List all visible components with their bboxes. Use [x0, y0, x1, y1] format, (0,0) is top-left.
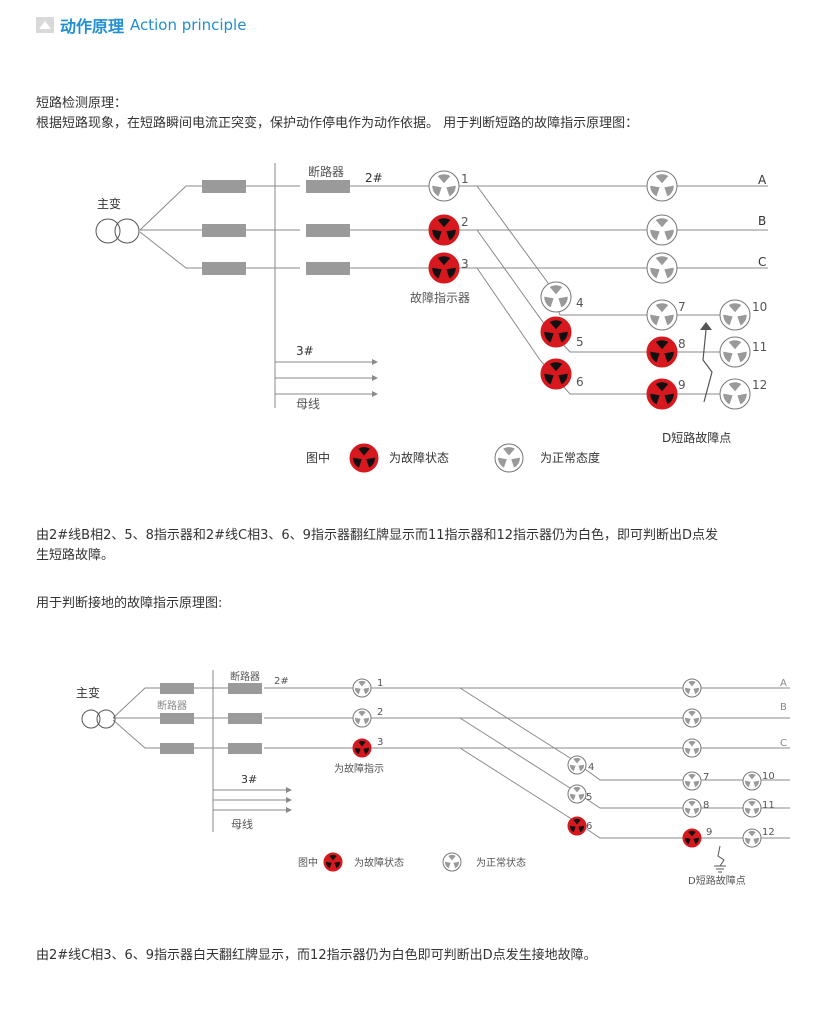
indicator-icon-phase-c [646, 252, 678, 284]
short-circuit-conclusion-1: 由2#线B相2、5、8指示器和2#线C相3、6、9指示器翻红牌显示而11指示器和… [36, 528, 719, 543]
indicator-icon-2-1 [352, 678, 372, 698]
legend-normal-label: 为正常态度 [540, 450, 600, 465]
legend-fault-icon-2 [323, 852, 343, 872]
indicator-icon-3 [428, 252, 460, 284]
section-title-en: Action principle [130, 16, 247, 34]
phase-c-label-2: C [780, 738, 787, 749]
breaker-label-2b: 断路器 [157, 699, 187, 712]
indicator-number-5: 5 [576, 335, 584, 349]
fault-point-label-2: D短路故障点 [688, 874, 746, 887]
legend-normal-icon-2 [442, 852, 462, 872]
phase-c-label: C [758, 255, 766, 269]
indicator-icon-2-phase-b [682, 708, 702, 728]
indicator-number-2-8: 8 [703, 800, 709, 811]
transformer-label-2: 主变 [76, 685, 100, 700]
indicator-number-10: 10 [752, 300, 767, 314]
indicator-number-2-12: 12 [762, 827, 775, 838]
ground-fault-intro: 用于判断接地的故障指示原理图: [36, 596, 223, 611]
indicator-icon-12 [719, 378, 751, 410]
line-label-2: 2# [274, 676, 289, 687]
indicator-icon-6 [540, 358, 572, 390]
indicator-icon-7 [646, 299, 678, 331]
indicator-icon-phase-b [646, 214, 678, 246]
indicator-icon-2-10 [742, 771, 762, 791]
section-title-cn: 动作原理 [60, 17, 125, 36]
indicator-number-2-9: 9 [706, 827, 712, 838]
indicator-number-8: 8 [678, 337, 686, 351]
indicator-number-7: 7 [678, 300, 686, 314]
legend-normal-label-2: 为正常状态 [476, 856, 526, 869]
legend-normal-icon [494, 443, 524, 473]
indicator-number-9: 9 [678, 378, 686, 392]
section-icon [36, 17, 54, 33]
indicator-number-2-4: 4 [588, 762, 594, 773]
bus-label: 母线 [296, 397, 320, 411]
phase-b-label: B [758, 214, 766, 228]
legend-prefix-2: 图中 [298, 856, 318, 869]
indicator-number-2-6: 6 [586, 821, 592, 832]
bus-line-label-2: 3# [241, 773, 257, 786]
indicator-icon-4 [540, 281, 572, 313]
indicator-icon-2-4 [567, 755, 587, 775]
fault-point-label: D短路故障点 [662, 430, 731, 445]
indicator-number-2: 2 [461, 215, 469, 229]
indicator-icon-2-8 [682, 798, 702, 818]
indicator-icon-9 [646, 378, 678, 410]
indicator-icon-10 [719, 299, 751, 331]
legend-fault-icon [349, 443, 379, 473]
ground-fault-conclusion: 由2#线C相3、6、9指示器白天翻红牌显示，而12指示器仍为白色即可判断出D点发… [36, 948, 597, 963]
indicator-number-12: 12 [752, 378, 767, 392]
bus-label-2: 母线 [231, 817, 253, 831]
phase-b-label-2: B [780, 702, 787, 713]
phase-a-label-2: A [780, 678, 787, 689]
short-circuit-conclusion-2: 生短路故障。 [36, 548, 115, 563]
breaker-label: 断路器 [308, 164, 344, 179]
indicator-icon-2-12 [742, 828, 762, 848]
indicator-icon-1 [428, 170, 460, 202]
indicator-icon-2-9 [682, 828, 702, 848]
indicator-icon-2-11 [742, 798, 762, 818]
indicator-icon-2-2 [352, 708, 372, 728]
indicator-number-6: 6 [576, 375, 584, 389]
breaker-label-2a: 断路器 [230, 670, 260, 683]
indicator-icon-phase-a [646, 170, 678, 202]
indicator-number-1: 1 [461, 172, 469, 186]
indicator-icon-2-phase-c [682, 738, 702, 758]
indicator-icon-2-phase-a [682, 678, 702, 698]
indicator-number-3: 3 [461, 257, 469, 271]
phase-a-label: A [758, 173, 767, 187]
legend-fault-label-2: 为故障状态 [354, 856, 404, 869]
fault-indicator-label: 故障指示器 [410, 290, 470, 305]
indicator-icon-5 [540, 316, 572, 348]
section-header: 动作原理 Action principle [36, 12, 246, 38]
indicator-number-4: 4 [576, 296, 584, 310]
indicator-icon-2-6 [567, 816, 587, 836]
indicator-icon-2-5 [567, 784, 587, 804]
indicator-number-2-11: 11 [762, 800, 775, 811]
line-label: 2# [365, 171, 383, 185]
short-circuit-heading: 短路检测原理： [36, 96, 128, 111]
bus-line-label: 3# [296, 344, 314, 358]
legend-prefix: 图中 [306, 450, 330, 465]
indicator-icon-11 [719, 336, 751, 368]
indicator-number-2-10: 10 [762, 771, 775, 782]
indicator-icon-8 [646, 336, 678, 368]
indicator-icon-2 [428, 214, 460, 246]
indicator-icon-2-3 [352, 738, 372, 758]
indicator-number-2-3: 3 [377, 737, 383, 748]
indicator-number-11: 11 [752, 340, 767, 354]
fault-indicator-label-2: 为故障指示 [334, 762, 384, 775]
indicator-number-2-5: 5 [586, 792, 592, 803]
transformer-label: 主变 [97, 196, 121, 211]
indicator-icon-2-7 [682, 771, 702, 791]
legend-fault-label: 为故障状态 [389, 450, 449, 465]
short-circuit-intro: 根据短路现象，在短路瞬间电流正突变，保护动作停电作为动作依据。 用于判断短路的故… [36, 116, 639, 131]
indicator-number-2-7: 7 [703, 772, 709, 783]
indicator-number-2-2: 2 [377, 707, 383, 718]
indicator-number-2-1: 1 [377, 678, 383, 689]
